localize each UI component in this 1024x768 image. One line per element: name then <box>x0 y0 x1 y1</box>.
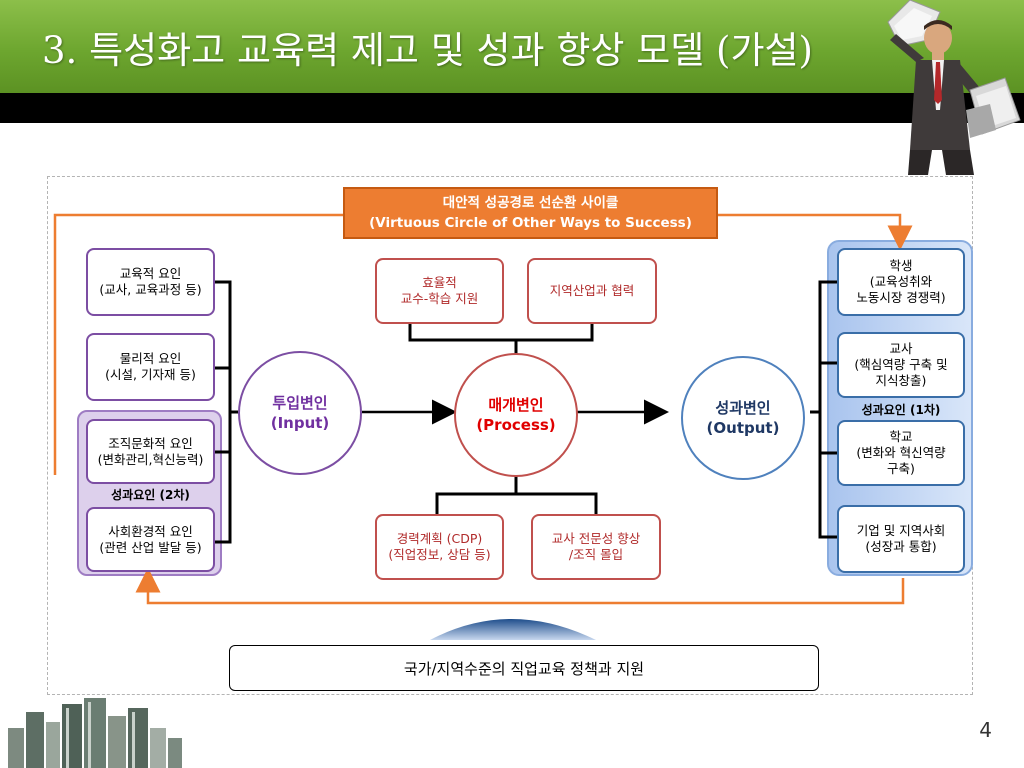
cycle-arrow-bottom <box>135 567 905 605</box>
process-variable-circle: 매개변인 (Process) <box>454 353 578 477</box>
cycle-arrow-top <box>53 213 343 475</box>
city-skyline-illustration <box>8 698 182 768</box>
process-industry-cooperation: 지역산업과 협력 <box>527 258 657 324</box>
process-teaching-support: 효율적 교수-학습 지원 <box>375 258 504 324</box>
policy-arrow <box>430 619 596 640</box>
output-business-community: 기업 및 지역사회 (성장과 통합) <box>837 505 965 573</box>
output-teachers: 교사 (핵심역량 구축 및 지식창출) <box>837 332 965 398</box>
input-factor-physical: 물리적 요인 (시설, 기자재 등) <box>86 333 215 401</box>
primary-factors-label: 성과요인 (1차) <box>861 403 941 417</box>
output-variable-circle: 성과변인 (Output) <box>681 356 805 480</box>
policy-support-box: 국가/지역수준의 직업교육 정책과 지원 <box>229 645 819 691</box>
policy-support-text: 국가/지역수준의 직업교육 정책과 지원 <box>403 659 645 678</box>
input-factor-organizational: 조직문화적 요인 (변화관리,혁신능력) <box>86 419 215 484</box>
input-variable-circle: 투입변인 (Input) <box>238 351 362 475</box>
slide-title: 3. 특성화고 교육력 제고 및 성과 향상 모델 (가설) <box>42 29 813 72</box>
title-bar <box>0 0 1024 93</box>
input-factor-social: 사회환경적 요인 (관련 산업 발달 등) <box>86 507 215 572</box>
header-band <box>0 93 1024 123</box>
cycle-title-english: (Virtuous Circle of Other Ways to Succes… <box>369 215 692 231</box>
page-number: 4 <box>979 718 992 742</box>
cycle-title-korean: 대안적 성공경로 선순환 사이클 <box>442 195 619 211</box>
businessman-illustration <box>887 0 1021 175</box>
secondary-factors-label: 성과요인 (2차) <box>111 488 190 502</box>
cycle-arrow-top-right <box>718 213 913 251</box>
output-students: 학생 (교육성취와 노동시장 경쟁력) <box>837 248 965 316</box>
process-career-planning: 경력계획 (CDP) (직업정보, 상담 등) <box>375 514 504 580</box>
output-schools: 학교 (변화와 혁신역량 구축) <box>837 420 965 486</box>
virtuous-cycle-box: 대안적 성공경로 선순환 사이클 (Virtuous Circle of Oth… <box>343 187 718 239</box>
process-teacher-expertise: 교사 전문성 향상 /조직 몰입 <box>531 514 661 580</box>
input-factor-education: 교육적 요인 (교사, 교육과정 등) <box>86 248 215 316</box>
